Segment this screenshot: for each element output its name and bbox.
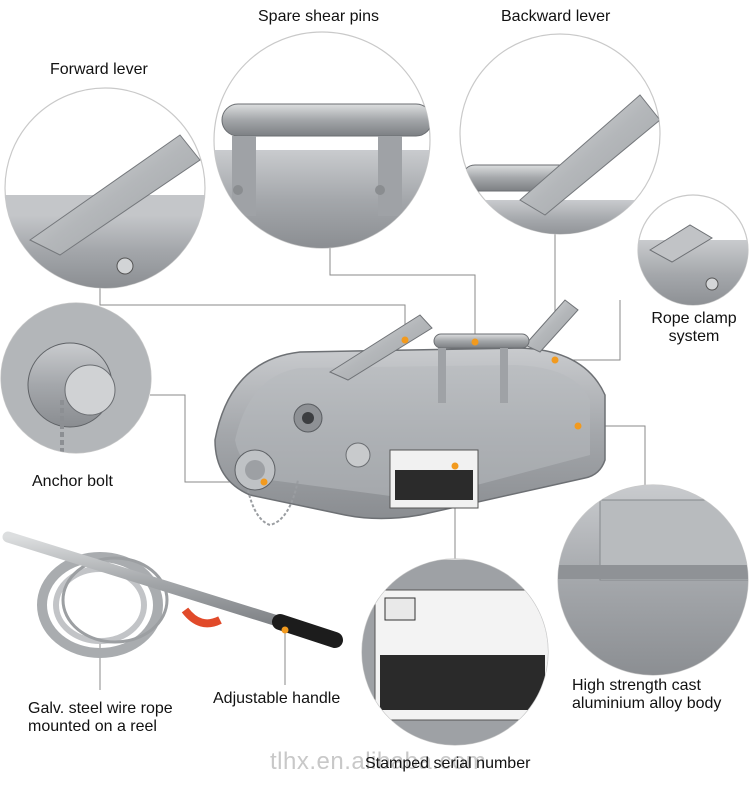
label-wire-rope-line1: Galv. steel wire rope	[28, 700, 173, 717]
label-anchor-bolt: Anchor bolt	[32, 473, 113, 490]
rope-clamp-detail	[637, 194, 749, 306]
label-rope-clamp-line2: system	[668, 328, 720, 345]
label-alloy-body: High strength cast aluminium alloy body	[572, 677, 721, 713]
serial-plate-detail	[361, 558, 549, 746]
anchor-bolt-detail	[0, 302, 152, 454]
label-stamped-serial: Stamped serial number	[365, 755, 531, 772]
rope-and-handle	[2, 531, 343, 658]
label-spare-shear-pins: Spare shear pins	[258, 8, 379, 25]
label-backward-lever: Backward lever	[501, 8, 611, 25]
label-adjustable-handle: Adjustable handle	[213, 690, 341, 707]
watermark: tlhx.en.alibaba.com	[270, 748, 487, 775]
backward-lever-detail	[459, 33, 661, 235]
spare-shear-pins-detail	[213, 31, 431, 249]
label-alloy-body-line1: High strength cast	[572, 677, 701, 694]
forward-lever-detail	[4, 87, 206, 289]
label-wire-rope-line2: mounted on a reel	[28, 718, 157, 735]
label-forward-lever: Forward lever	[50, 61, 148, 78]
label-rope-clamp-line1: Rope clamp	[651, 310, 737, 327]
label-wire-rope: Galv. steel wire rope mounted on a reel	[28, 700, 173, 736]
alloy-body-detail	[557, 484, 749, 676]
winch-body	[214, 299, 606, 527]
label-rope-clamp: Rope clamp system	[648, 310, 740, 346]
label-alloy-body-line2: aluminium alloy body	[572, 695, 722, 712]
